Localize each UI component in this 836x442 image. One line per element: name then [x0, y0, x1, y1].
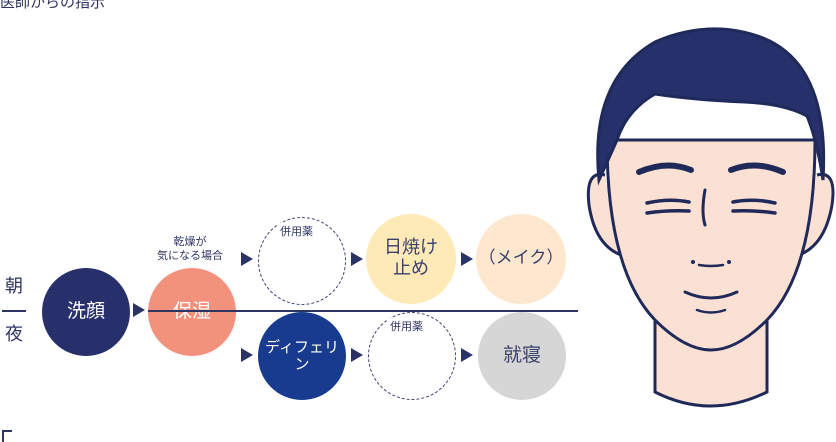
night-label: 夜	[5, 324, 23, 345]
arrow-icon	[241, 348, 253, 362]
combo-medicine-label-night: 併用薬	[387, 318, 426, 334]
arrow-icon	[133, 303, 145, 317]
step-moisturize: 保湿	[148, 268, 236, 356]
arrow-icon	[461, 252, 473, 266]
morning-label: 朝	[5, 276, 23, 297]
morning-night-divider	[148, 310, 578, 312]
step-wash: 洗顔	[42, 268, 130, 356]
dry-skin-note: 乾燥が 気になる場合	[157, 235, 223, 262]
step-sleep: 就寝	[478, 312, 566, 400]
arrow-icon	[241, 252, 253, 266]
arrow-icon	[351, 252, 363, 266]
page-heading: 医師からの指示	[0, 0, 106, 11]
time-divider	[2, 310, 26, 312]
face-illustration	[586, 27, 835, 408]
arrow-icon	[461, 348, 473, 362]
step-sunscreen: 日焼け 止め	[366, 214, 456, 304]
step-makeup: （メイク）	[476, 214, 566, 304]
frame-corner	[2, 430, 12, 442]
combo-medicine-label-morning: 併用薬	[277, 223, 316, 239]
arrow-icon	[351, 348, 363, 362]
step-differin: ディフェリン	[258, 312, 346, 400]
